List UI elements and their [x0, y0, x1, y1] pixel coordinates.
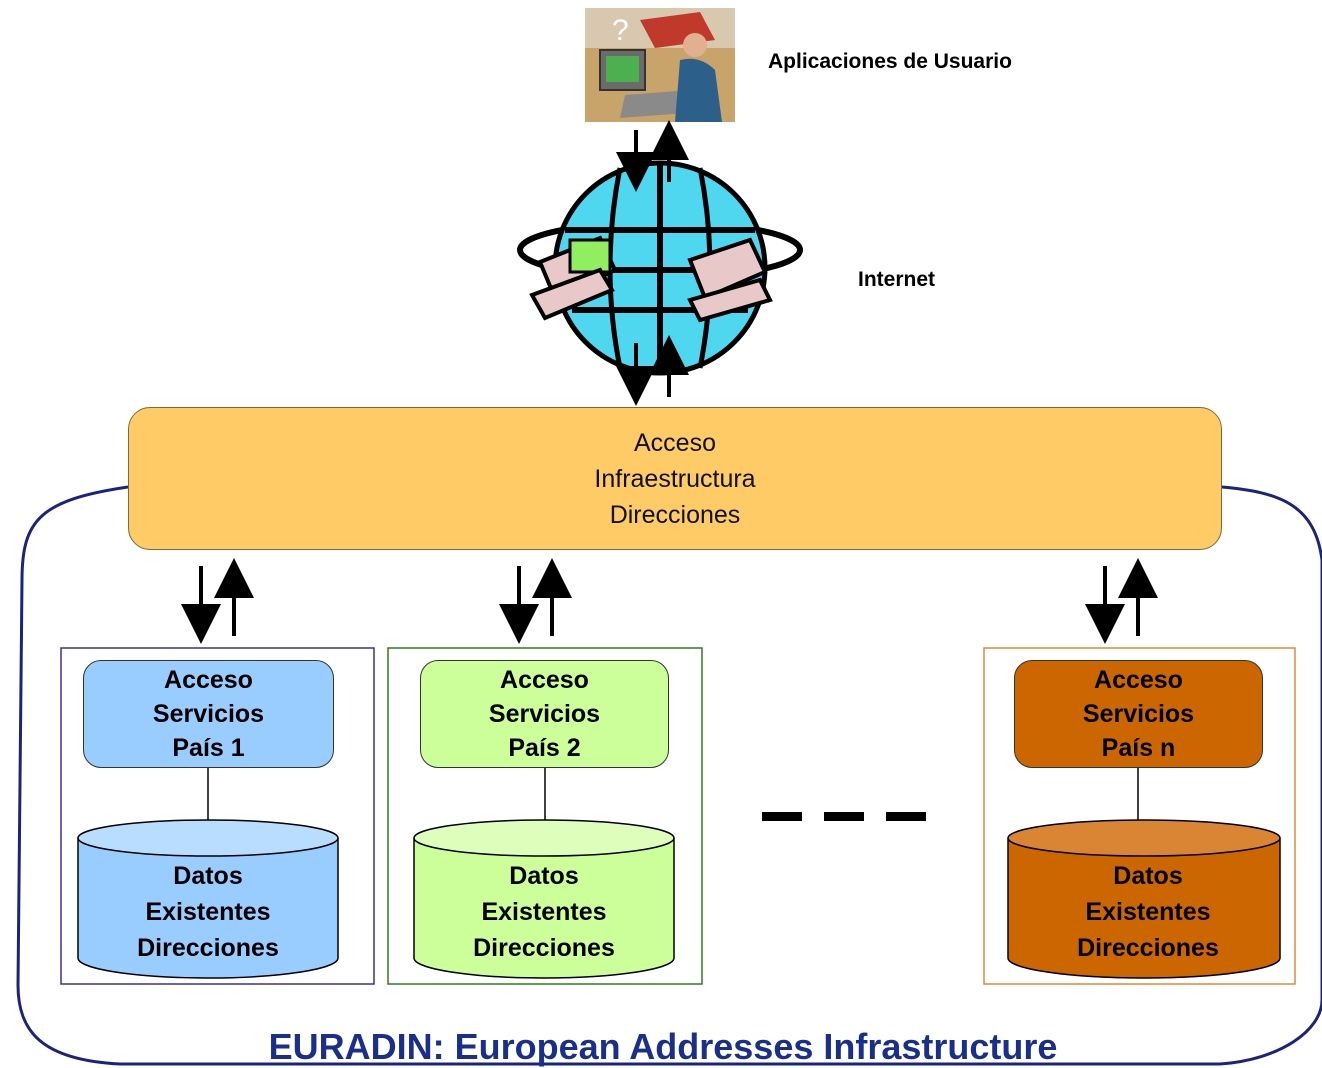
arrows-access-country-n [1085, 558, 1158, 644]
service-line: Acceso [164, 666, 253, 694]
db-line: Direcciones [473, 934, 615, 962]
infrastructure-title: EURADIN: European Addresses Infrastructu… [268, 1026, 1058, 1067]
arrows-access-country-1 [181, 558, 254, 644]
service-line: Acceso [1094, 666, 1183, 694]
svg-text:?: ? [612, 14, 629, 47]
db-line: Existentes [481, 898, 607, 926]
ellipsis-dashes [762, 812, 926, 821]
infrastructure-boundary [16, 485, 1322, 1066]
internet-label: Internet [858, 268, 936, 291]
access-infra-line: Acceso [634, 428, 716, 457]
country-frame-1 [60, 647, 375, 985]
service-box-country-n: Acceso Servicios País n [1014, 660, 1263, 768]
database-2 [413, 819, 675, 979]
service-line: Servicios [1082, 700, 1195, 728]
service-line: Servicios [152, 700, 265, 728]
db-line: Direcciones [1077, 934, 1219, 962]
user-applications-label: Aplicaciones de Usuario [768, 50, 1012, 73]
db-line: Existentes [145, 898, 271, 926]
database-label-n: Datos Existentes Direcciones [1018, 858, 1278, 966]
access-infra-line: Direcciones [609, 500, 741, 529]
db-line: Existentes [1085, 898, 1211, 926]
db-line: Datos [173, 862, 243, 890]
db-line: Datos [509, 862, 579, 890]
arrows-apps-internet [616, 120, 689, 192]
service-box-country-2: Acceso Servicios País 2 [420, 660, 669, 768]
database-1 [77, 819, 339, 979]
globe-network-icon [517, 160, 803, 376]
database-label-1: Datos Existentes Direcciones [78, 858, 338, 966]
db-line: Direcciones [137, 934, 279, 962]
service-line: Servicios [488, 700, 601, 728]
access-infra-line: Infraestructura [594, 464, 756, 493]
db-line: Datos [1113, 862, 1183, 890]
database-label-2: Datos Existentes Direcciones [414, 858, 674, 966]
computer-user-icon: ? [585, 8, 735, 122]
country-frame-n [983, 647, 1296, 985]
service-line: País 1 [172, 734, 245, 762]
service-box-country-1: Acceso Servicios País 1 [83, 660, 334, 768]
arrows-access-country-2 [499, 558, 572, 644]
service-line: País n [1101, 734, 1176, 762]
database-n [1007, 819, 1281, 979]
service-line: País 2 [508, 734, 581, 762]
service-line: Acceso [500, 666, 589, 694]
access-infrastructure-box: Acceso Infraestructura Direcciones [128, 407, 1222, 550]
country-frame-2 [387, 647, 703, 985]
arrows-internet-access [616, 335, 689, 406]
